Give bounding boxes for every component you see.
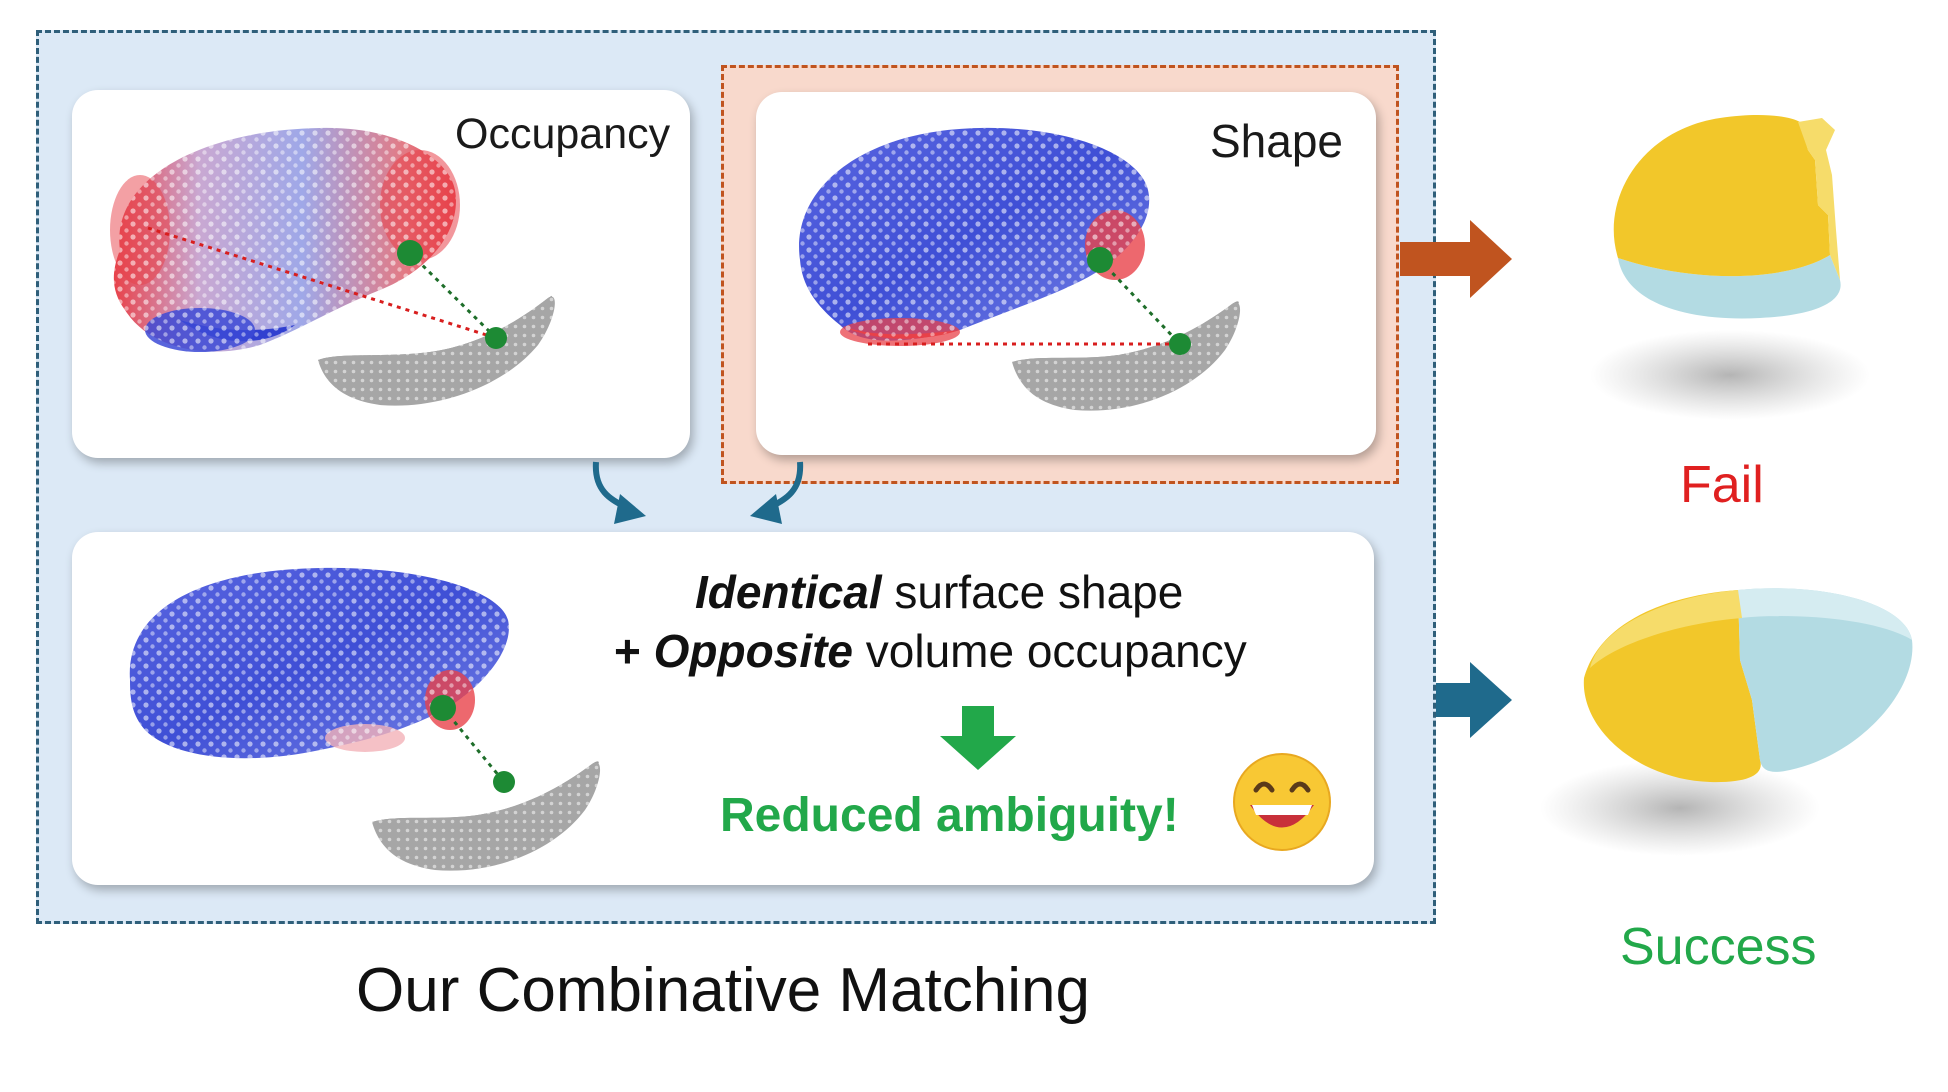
occupancy-point-cloud bbox=[110, 127, 460, 352]
reduced-ambiguity-text: Reduced ambiguity! bbox=[720, 789, 1179, 842]
occupancy-label: Occupancy bbox=[455, 110, 671, 158]
plus-sign: + bbox=[614, 625, 654, 677]
occupancy-green-match-line bbox=[408, 251, 498, 340]
opposite-word: Opposite bbox=[653, 625, 853, 677]
opposite-rest: volume occupancy bbox=[853, 625, 1247, 677]
occupancy-target-point bbox=[485, 327, 507, 349]
fail-assembly-render bbox=[1590, 115, 1870, 420]
success-label: Success bbox=[1620, 918, 1817, 976]
combined-target-point bbox=[493, 771, 515, 793]
success-assembly-render bbox=[1540, 588, 1913, 856]
identical-rest: surface shape bbox=[881, 566, 1184, 618]
shape-target-point bbox=[1169, 333, 1191, 355]
shape-label: Shape bbox=[1210, 115, 1344, 167]
fail-arrow bbox=[1400, 220, 1512, 298]
shape-source-point bbox=[1087, 247, 1113, 273]
shape-point-cloud bbox=[799, 127, 1150, 346]
shape-green-match-line bbox=[1098, 258, 1182, 346]
identical-surface-shape-text: Identical surface shape bbox=[695, 565, 1183, 619]
shape-target-fragment bbox=[1012, 301, 1241, 411]
opposite-volume-occupancy-text: + Opposite volume occupancy bbox=[614, 624, 1247, 678]
identical-word: Identical bbox=[695, 566, 882, 618]
combined-target-fragment bbox=[372, 761, 601, 871]
fail-label: Fail bbox=[1680, 456, 1764, 514]
combined-source-point bbox=[430, 695, 456, 721]
occupancy-red-match-line bbox=[147, 226, 497, 340]
grinning-emoji-icon bbox=[1233, 753, 1331, 851]
caption: Our Combinative Matching bbox=[356, 956, 1090, 1025]
occupancy-source-point bbox=[397, 240, 423, 266]
shape-to-combined-arrow bbox=[750, 461, 804, 524]
success-arrow bbox=[1436, 662, 1512, 738]
occupancy-to-combined-arrow bbox=[592, 461, 646, 524]
combined-point-cloud bbox=[129, 567, 509, 759]
combined-green-match-line bbox=[441, 707, 506, 783]
occupancy-target-fragment bbox=[318, 295, 555, 406]
down-arrow-icon bbox=[940, 706, 1016, 770]
